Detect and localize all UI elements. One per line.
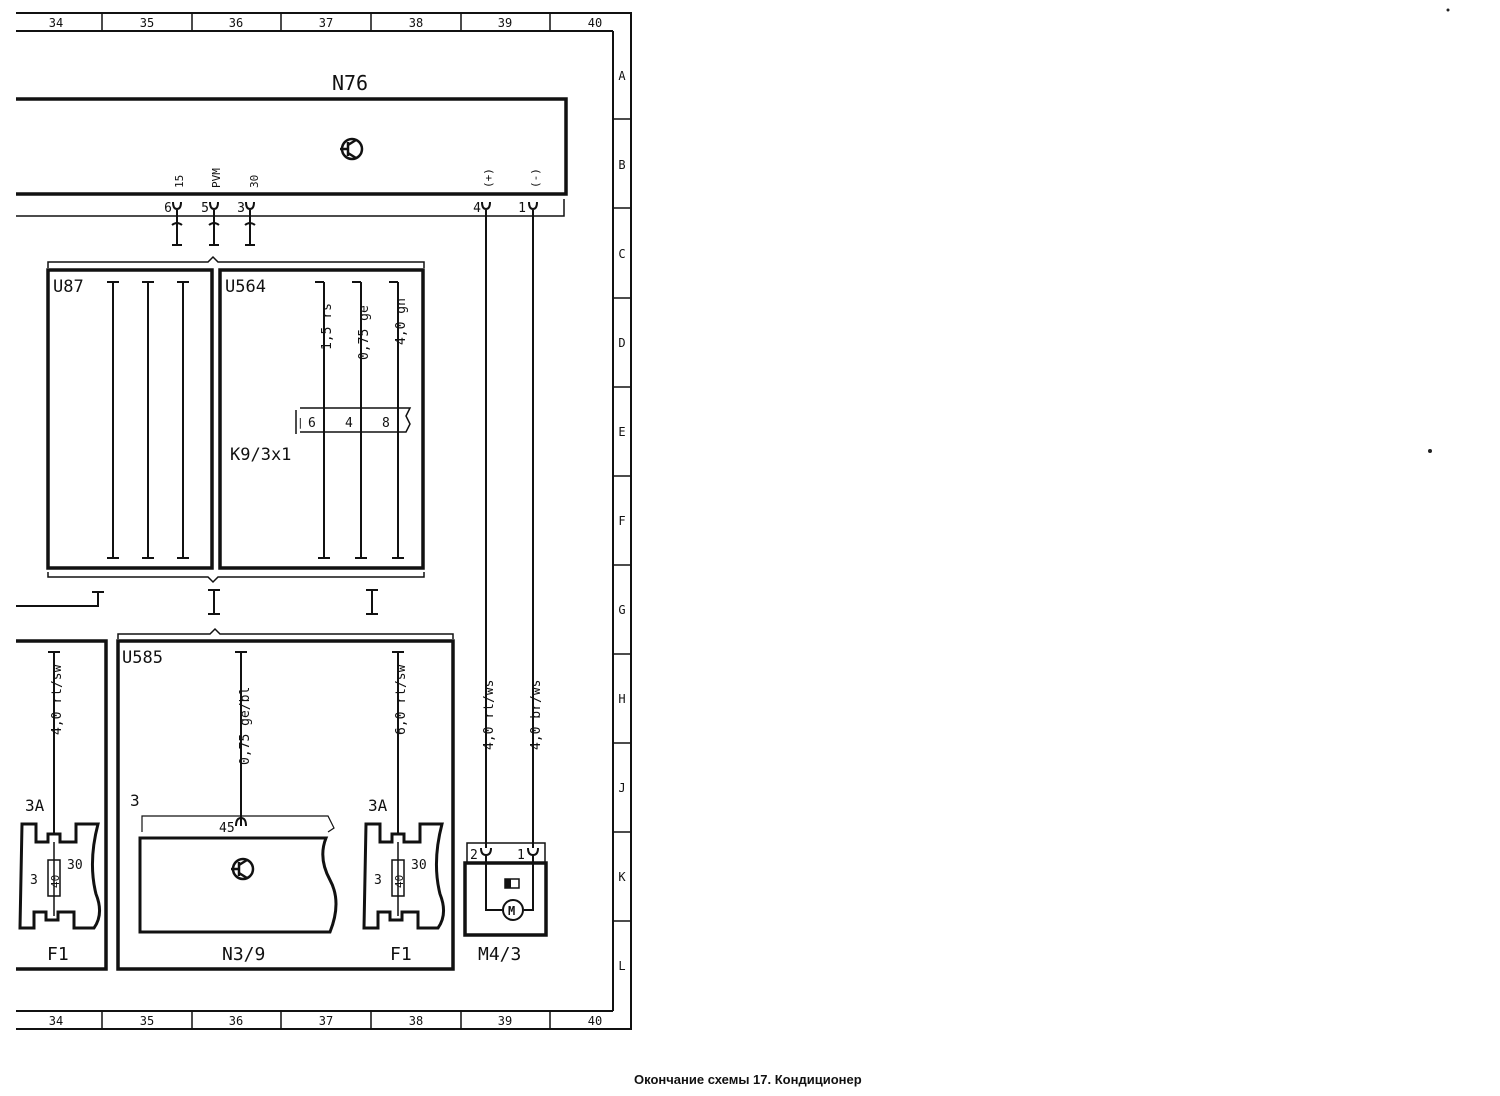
column-label: 37 bbox=[319, 16, 333, 30]
row-label: C bbox=[618, 247, 625, 261]
fuse-pin: 3 bbox=[30, 873, 38, 888]
left-block bbox=[16, 639, 108, 971]
diagram-frame bbox=[16, 12, 632, 1030]
column-labels: 34 35 36 37 38 39 40 34 35 36 37 38 39 4… bbox=[49, 16, 602, 1028]
fuse-amp: 3A bbox=[25, 796, 45, 815]
m4-3-labels: 4,0 rt/ws 4,0 br/ws 2 1 M M4/3 bbox=[470, 680, 544, 965]
u585-block bbox=[116, 627, 455, 971]
transistor-icon bbox=[340, 137, 364, 161]
n76-pin-name: PVM bbox=[210, 168, 223, 188]
n76-pin-name: 15 bbox=[173, 175, 186, 188]
u585-labels: U585 0,75 ge/bl 6,0 rt/sw 3 45 N3/9 3A 3… bbox=[122, 648, 427, 965]
left-block-labels: 4,0 rt/sw 3A 3 40 30 F1 bbox=[25, 664, 83, 965]
n76-pin-name: (+) bbox=[482, 168, 495, 188]
fuse-rating: 40 bbox=[49, 875, 62, 888]
transistor-icon bbox=[231, 857, 255, 881]
k9-pin: 4 bbox=[345, 416, 353, 431]
k9-pin-bar: | bbox=[297, 416, 304, 429]
wire-label: 4,0 rt/ws bbox=[482, 680, 497, 750]
column-label: 34 bbox=[49, 16, 63, 30]
wire-label: 6,0 rt/sw bbox=[394, 664, 409, 735]
fuse-rating: 40 bbox=[393, 875, 406, 888]
k9-pin: 6 bbox=[308, 416, 316, 431]
n76-pin-number: 4 bbox=[473, 201, 481, 216]
column-label: 40 bbox=[588, 16, 602, 30]
row-label: D bbox=[618, 336, 625, 350]
column-label: 34 bbox=[49, 1014, 63, 1028]
m4-3-label: M4/3 bbox=[478, 944, 521, 965]
k9-pin: 8 bbox=[382, 416, 390, 431]
fuse-label: F1 bbox=[47, 944, 69, 965]
motor-symbol-label: M bbox=[508, 904, 515, 918]
column-label: 38 bbox=[409, 16, 423, 30]
fuse-pin: 30 bbox=[67, 858, 83, 873]
row-labels: A B C D E F G H J K L bbox=[618, 69, 626, 973]
row-label: G bbox=[618, 603, 625, 617]
u564-wire-labels: 1,5 rs 0,75 ge 4,0 gn bbox=[320, 298, 409, 360]
row-label: E bbox=[618, 425, 625, 439]
harness-labels: U87 U564 K9/3x1 bbox=[53, 277, 291, 465]
row-label: A bbox=[618, 69, 626, 83]
n76-pin-number: 5 bbox=[201, 201, 209, 216]
u585-label: U585 bbox=[122, 648, 163, 668]
scan-specks bbox=[1428, 8, 1450, 453]
n76-label: N76 bbox=[332, 71, 368, 95]
n76-pin-name: 30 bbox=[248, 175, 261, 188]
column-label: 35 bbox=[140, 16, 154, 30]
row-label: H bbox=[618, 692, 625, 706]
motor-icon bbox=[502, 899, 524, 921]
k9-pins: | 6 4 8 bbox=[297, 416, 390, 431]
fuse-pin: 3 bbox=[374, 873, 382, 888]
n76-pin-name: (-) bbox=[529, 168, 542, 188]
column-label: 35 bbox=[140, 1014, 154, 1028]
n3-9-pin: 45 bbox=[219, 821, 235, 836]
link-wires bbox=[16, 589, 378, 615]
n76-pin-number: 1 bbox=[518, 201, 526, 216]
row-label: J bbox=[618, 781, 625, 795]
fuse-label: F1 bbox=[390, 944, 412, 965]
row-label: L bbox=[618, 959, 625, 973]
column-label: 37 bbox=[319, 1014, 333, 1028]
column-label: 36 bbox=[229, 16, 243, 30]
column-label: 39 bbox=[498, 1014, 512, 1028]
wire-label: 4,0 gn bbox=[394, 298, 409, 345]
m4-3-motor bbox=[463, 212, 548, 937]
wire-label: 0,75 ge/bl bbox=[238, 687, 253, 765]
wire-label: 0,75 ge bbox=[357, 305, 372, 360]
fuse-amp: 3A bbox=[368, 796, 388, 815]
n76-pin-number: 6 bbox=[164, 201, 172, 216]
column-label: 36 bbox=[229, 1014, 243, 1028]
fuse-pin: 30 bbox=[411, 858, 427, 873]
page-caption: Окончание схемы 17. Кондиционер bbox=[634, 1072, 862, 1087]
u87-label: U87 bbox=[53, 277, 84, 297]
column-label: 39 bbox=[498, 16, 512, 30]
row-label: F bbox=[618, 514, 625, 528]
column-label: 38 bbox=[409, 1014, 423, 1028]
m4-3-pin: 2 bbox=[470, 848, 478, 863]
wire-label: 1,5 rs bbox=[320, 303, 335, 350]
row-label: B bbox=[618, 158, 625, 172]
n76-module: N76 15 PVM 30 (+) (-) 6 5 3 4 1 bbox=[16, 71, 568, 246]
u564-label: U564 bbox=[225, 277, 266, 297]
column-label: 40 bbox=[588, 1014, 602, 1028]
harness-u87-u564 bbox=[46, 255, 425, 584]
m4-3-pin: 1 bbox=[517, 848, 525, 863]
wire-label: 4,0 br/ws bbox=[529, 680, 544, 750]
wire-label: 4,0 rt/sw bbox=[50, 664, 65, 735]
k9-label: K9/3x1 bbox=[230, 445, 291, 465]
n76-pin-number: 3 bbox=[237, 201, 245, 216]
n3-9-label: N3/9 bbox=[222, 944, 265, 965]
row-label: K bbox=[618, 870, 626, 884]
n3-9-connector: 3 bbox=[130, 791, 140, 810]
